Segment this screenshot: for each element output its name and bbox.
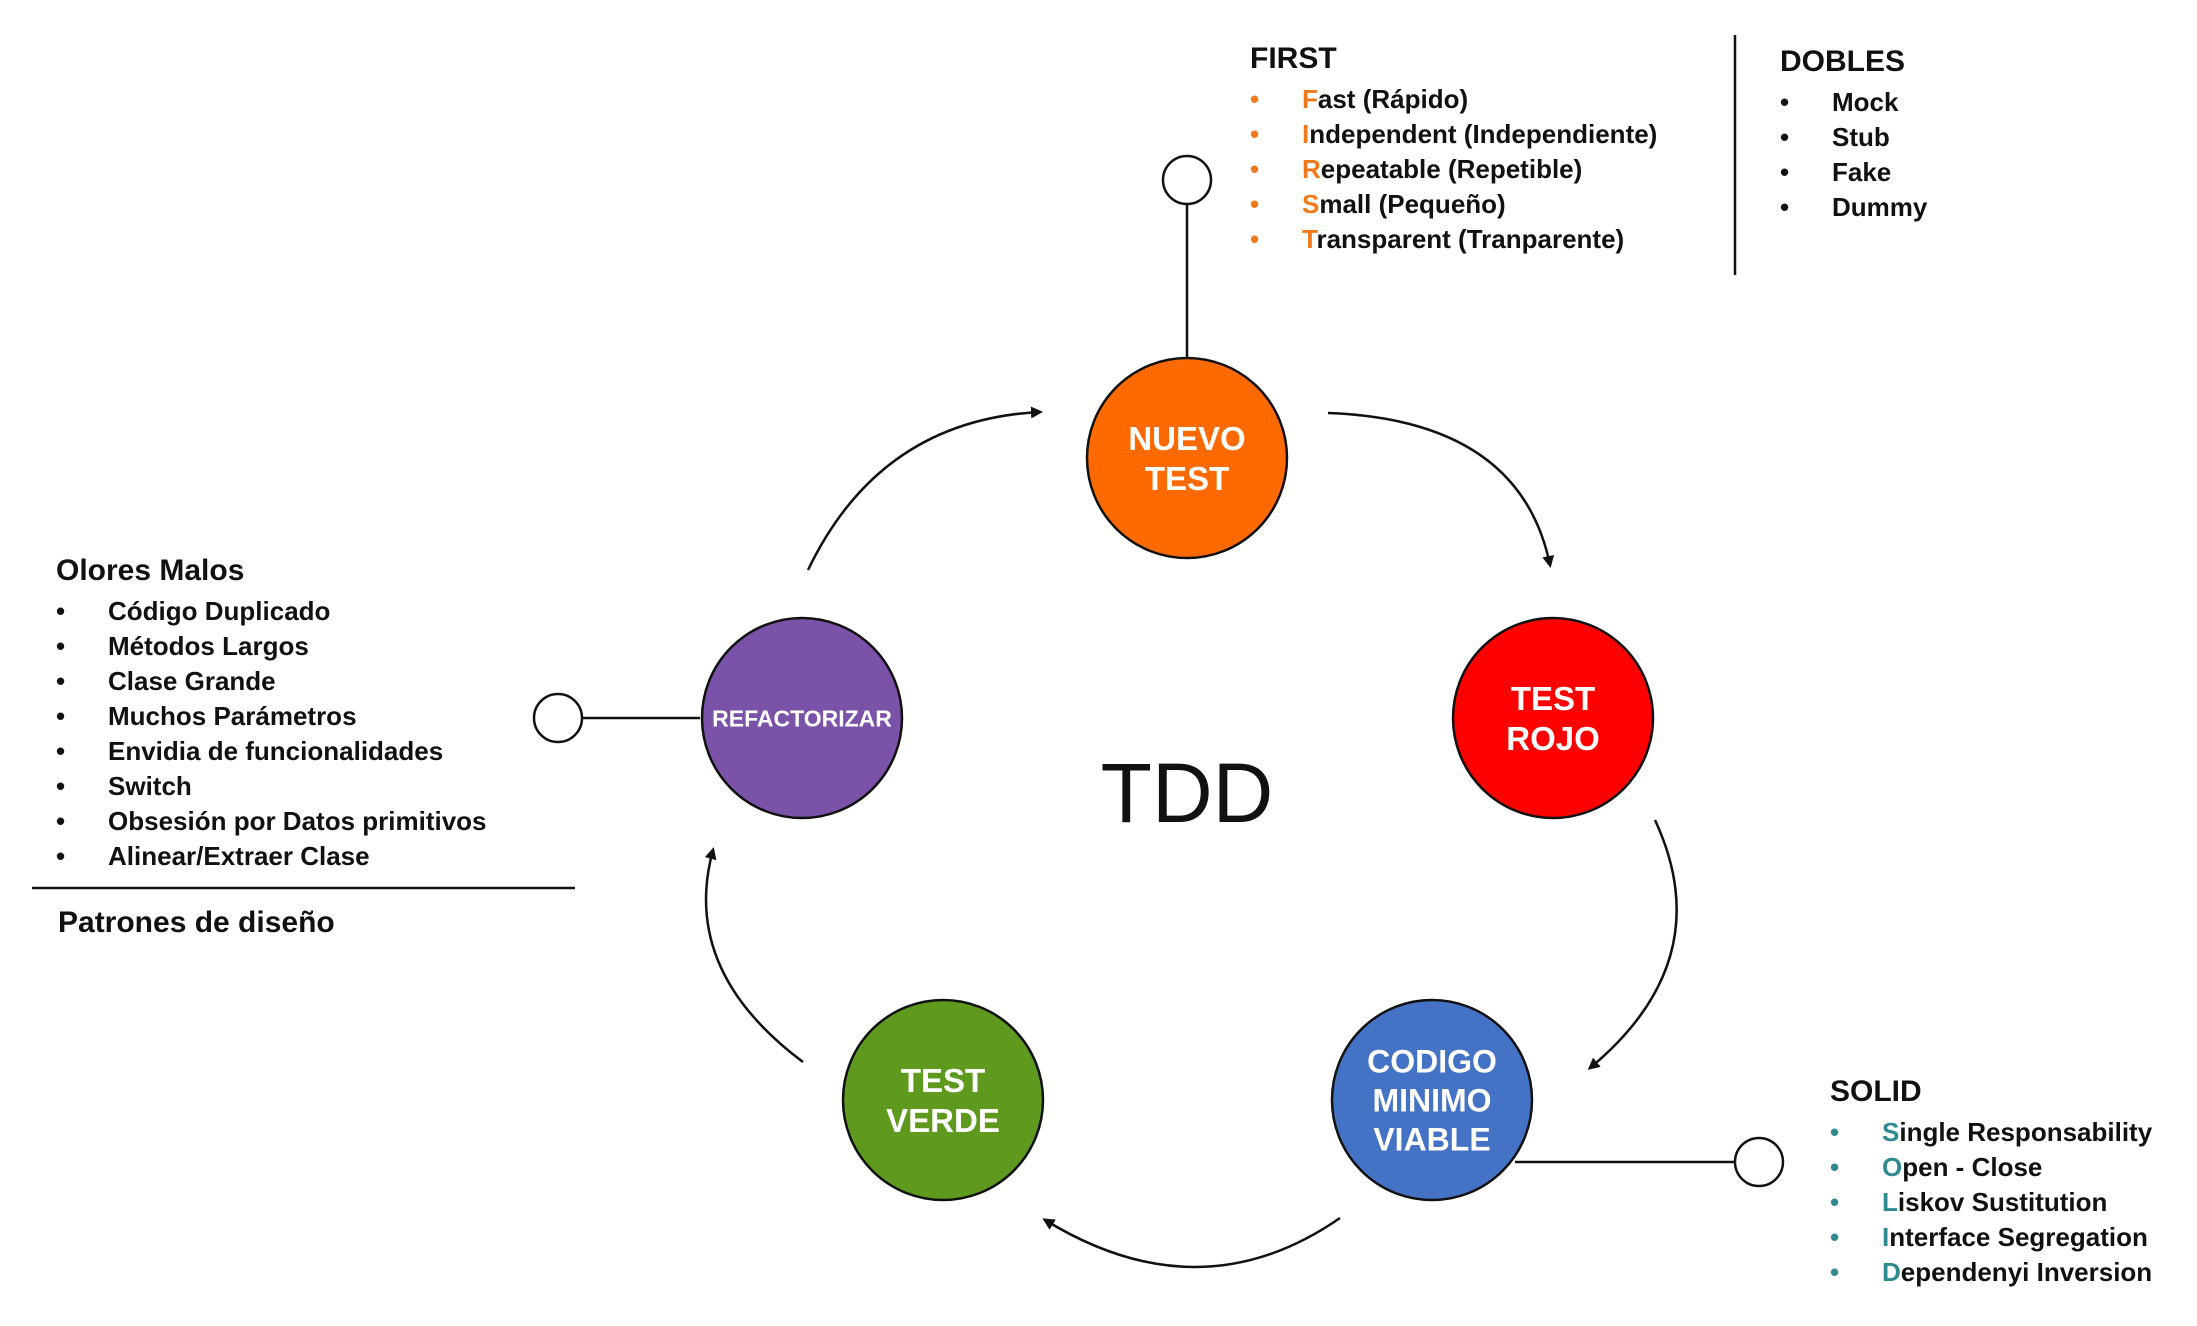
bullet-icon: • <box>1250 224 1260 254</box>
dobles-item: •Fake <box>1780 155 1927 190</box>
node-test-rojo-circle <box>1451 616 1655 820</box>
node-refactorizar-circle <box>700 616 904 820</box>
bullet-icon: • <box>1830 1257 1840 1287</box>
connector-node-first <box>1161 154 1213 206</box>
bullet-icon: • <box>1780 192 1790 222</box>
node-codigo-minimo-viable-label-line: MINIMO <box>1372 1083 1491 1119</box>
bullet-icon: • <box>1250 189 1260 219</box>
connector-node-olores <box>532 692 584 744</box>
node-test-verde-label-line: TEST <box>901 1062 985 1099</box>
first-item: •Fast (Rápido) <box>1250 82 1657 117</box>
solid-item: •Single Responsability <box>1830 1115 2152 1150</box>
arrow-verde-to-refactor <box>704 847 804 1064</box>
bullet-icon: • <box>56 771 66 801</box>
bullet-icon: • <box>56 806 66 836</box>
solid-item: •Open - Close <box>1830 1150 2152 1185</box>
node-refactorizar: REFACTORIZAR <box>700 616 904 820</box>
node-codigo-minimo-viable-label-line: CODIGO <box>1367 1043 1497 1079</box>
olores-item: •Métodos Largos <box>56 629 487 664</box>
dobles-item: •Dummy <box>1780 190 1927 225</box>
node-refactorizar-label-line: REFACTORIZAR <box>712 705 892 731</box>
bullet-icon: • <box>56 841 66 871</box>
node-test-verde-circle <box>841 998 1045 1202</box>
first-list: •Fast (Rápido) •Independent (Independien… <box>1250 82 1657 257</box>
bullet-icon: • <box>56 631 66 661</box>
solid-item: •Interface Segregation <box>1830 1220 2152 1255</box>
node-nuevo-test-label-line: TEST <box>1145 460 1229 497</box>
bullet-icon: • <box>1830 1222 1840 1252</box>
first-item: •Independent (Independiente) <box>1250 117 1657 152</box>
first-panel: FIRST •Fast (Rápido) •Independent (Indep… <box>1250 42 1657 257</box>
bullet-icon: • <box>1250 84 1260 114</box>
bullet-icon: • <box>56 666 66 696</box>
dobles-item: •Mock <box>1780 85 1927 120</box>
dobles-title: DOBLES <box>1780 45 1906 78</box>
solid-title: SOLID <box>1830 1075 1922 1108</box>
olores-item: •Muchos Parámetros <box>56 699 487 734</box>
node-refactorizar-label: REFACTORIZAR <box>712 705 892 731</box>
solid-item: •Dependenyi Inversion <box>1830 1255 2152 1290</box>
first-item: •Repeatable (Repetible) <box>1250 152 1657 187</box>
olores-item: •Alinear/Extraer Clase <box>56 839 487 874</box>
arrow-nuevo-to-rojo <box>1327 411 1555 568</box>
node-test-rojo-label-line: ROJO <box>1506 720 1600 757</box>
solid-item: •Liskov Sustitution <box>1830 1185 2152 1220</box>
node-test-rojo-label-line: TEST <box>1511 680 1595 717</box>
center-title: TDD <box>1101 746 1274 840</box>
bullet-icon: • <box>1780 87 1790 117</box>
bullet-icon: • <box>1250 154 1260 184</box>
bullet-icon: • <box>1830 1187 1840 1217</box>
bullet-icon: • <box>56 596 66 626</box>
olores-item: •Obsesión por Datos primitivos <box>56 804 487 839</box>
node-codigo-minimo-viable-circle <box>1330 998 1534 1202</box>
olores-list: •Código Duplicado •Métodos Largos •Clase… <box>56 594 487 874</box>
arrow-codigo-to-verde <box>1042 1216 1341 1269</box>
bullet-icon: • <box>1830 1117 1840 1147</box>
olores-item: •Clase Grande <box>56 664 487 699</box>
node-test-verde-label-line: VERDE <box>886 1102 1000 1139</box>
node-nuevo-test-label-line: NUEVO <box>1128 420 1245 457</box>
arrow-refactor-to-nuevo <box>806 406 1043 571</box>
first-item: •Small (Pequeño) <box>1250 187 1657 222</box>
solid-list: •Single Responsability •Open - Close •Li… <box>1830 1115 2152 1290</box>
bullet-icon: • <box>1250 119 1260 149</box>
dobles-item: •Stub <box>1780 120 1927 155</box>
node-codigo-minimo-viable-label-line: VIABLE <box>1373 1122 1490 1158</box>
bullet-icon: • <box>56 736 66 766</box>
arrow-rojo-to-codigo <box>1587 819 1678 1070</box>
solid-panel: SOLID •Single Responsability •Open - Clo… <box>1830 1075 2152 1290</box>
olores-item: •Código Duplicado <box>56 594 487 629</box>
olores-item: •Envidia de funcionalidades <box>56 734 487 769</box>
bullet-icon: • <box>1830 1152 1840 1182</box>
patrones-subtitle: Patrones de diseño <box>58 906 335 939</box>
bullet-icon: • <box>1780 122 1790 152</box>
dobles-list: •Mock •Stub •Fake •Dummy <box>1780 85 1927 225</box>
olores-panel: Olores Malos •Código Duplicado •Métodos … <box>56 554 487 874</box>
first-item: •Transparent (Tranparente) <box>1250 222 1657 257</box>
dobles-panel: DOBLES •Mock •Stub •Fake •Dummy <box>1780 45 1927 225</box>
connector-node-solid <box>1733 1136 1785 1188</box>
bullet-icon: • <box>1780 157 1790 187</box>
bullet-icon: • <box>56 701 66 731</box>
olores-title: Olores Malos <box>56 554 245 587</box>
olores-item: •Switch <box>56 769 487 804</box>
first-title: FIRST <box>1250 42 1337 75</box>
node-nuevo-test-circle <box>1085 356 1289 560</box>
